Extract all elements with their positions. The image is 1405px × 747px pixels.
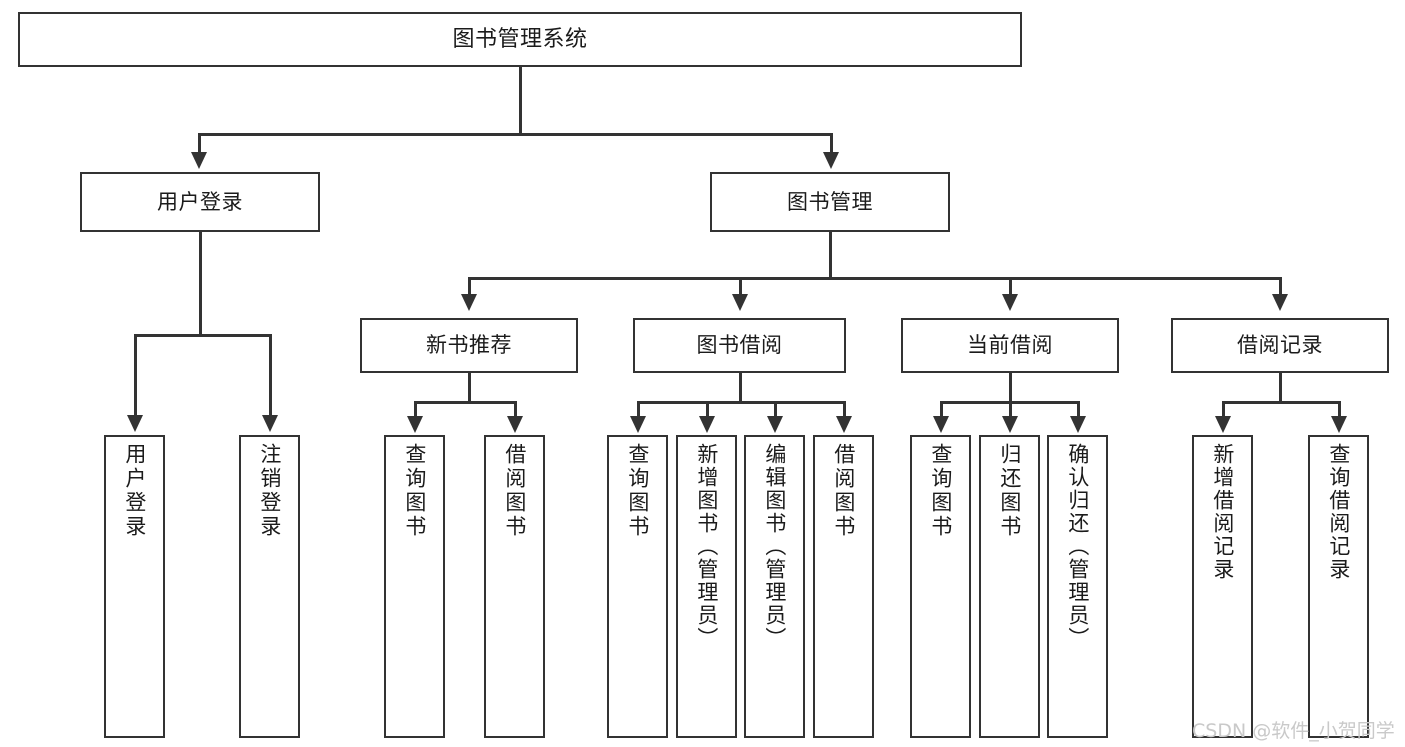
node-label: 借阅图书: [502, 443, 527, 539]
node-label: 当前借阅: [967, 333, 1053, 358]
edge-root-to-book-manage: [830, 133, 833, 153]
edge-user-login-stem: [199, 232, 202, 336]
node-label: 查询图书: [928, 443, 953, 539]
arrow-root-to-user-login: [191, 152, 207, 169]
node-user-login[interactable]: 用户登录: [80, 172, 320, 232]
leaf-book-borrow-query-book[interactable]: 查询图书: [607, 435, 668, 738]
edge-current-borrow-stem: [1009, 373, 1012, 403]
arrow-to-book-borrow: [732, 294, 748, 311]
node-label: 图书借阅: [696, 333, 783, 358]
arrow-to-new-book-recommend: [461, 294, 477, 311]
node-book-management[interactable]: 图书管理: [710, 172, 950, 232]
edge-book-borrow-stem: [739, 373, 742, 403]
edge-new-book-right-drop: [514, 401, 517, 417]
node-label: 借阅图书: [831, 443, 856, 539]
arrow-to-current-borrow: [1002, 294, 1018, 311]
node-label: 查询图书: [625, 443, 650, 539]
arrow-current-borrow-to-query: [933, 416, 949, 433]
edge-to-new-book: [468, 277, 471, 295]
edge-to-current-borrow: [1009, 277, 1012, 295]
node-label: 查询借阅记录: [1326, 443, 1351, 581]
leaf-book-borrow-edit-book-admin[interactable]: 编辑图书（管理员）: [744, 435, 805, 738]
leaf-borrow-record-query-record[interactable]: 查询借阅记录: [1308, 435, 1369, 738]
node-label: 确认归还（管理员）: [1065, 443, 1090, 650]
edge-current-borrow-drop-3: [1077, 401, 1080, 417]
node-root-system[interactable]: 图书管理系统: [18, 12, 1022, 67]
leaf-new-book-query-book[interactable]: 查询图书: [384, 435, 445, 738]
node-label: 图书管理: [787, 189, 873, 214]
watermark-csdn: CSDN @软件_小贺同学: [1192, 720, 1395, 742]
node-label: 用户登录: [122, 443, 147, 539]
arrow-book-borrow-to-borrow: [836, 416, 852, 433]
node-borrow-record[interactable]: 借阅记录: [1171, 318, 1389, 373]
leaf-current-borrow-confirm-return-admin[interactable]: 确认归还（管理员）: [1047, 435, 1108, 738]
leaf-user-login[interactable]: 用户登录: [104, 435, 165, 738]
node-label: 归还图书: [997, 443, 1022, 539]
arrow-new-book-to-query: [407, 416, 423, 433]
node-label: 用户登录: [157, 189, 243, 214]
edge-book-manage-stem: [829, 232, 832, 280]
arrow-root-to-book-manage: [823, 152, 839, 169]
edge-root-stem: [519, 67, 522, 135]
edge-new-book-bus: [414, 401, 515, 404]
leaf-user-logout[interactable]: 注销登录: [239, 435, 300, 738]
node-label: 新增借阅记录: [1210, 443, 1235, 581]
node-label: 新书推荐: [426, 333, 512, 358]
edge-current-borrow-drop-2: [1009, 401, 1012, 417]
arrow-user-login-to-logout: [262, 415, 278, 432]
edge-borrow-record-left-drop: [1222, 401, 1225, 417]
leaf-borrow-record-add-record[interactable]: 新增借阅记录: [1192, 435, 1253, 738]
leaf-current-borrow-return-book[interactable]: 归还图书: [979, 435, 1040, 738]
arrow-user-login-to-login: [127, 415, 143, 432]
edge-user-login-right-drop: [269, 334, 272, 416]
node-label: 编辑图书（管理员）: [762, 443, 787, 650]
edge-book-borrow-drop-2: [706, 401, 709, 417]
arrow-book-borrow-to-edit: [767, 416, 783, 433]
edge-to-borrow-record: [1279, 277, 1282, 295]
arrow-current-borrow-to-return: [1002, 416, 1018, 433]
leaf-book-borrow-add-book-admin[interactable]: 新增图书（管理员）: [676, 435, 737, 738]
arrow-borrow-record-to-add: [1215, 416, 1231, 433]
edge-root-bus: [198, 133, 832, 136]
edge-root-to-user-login: [198, 133, 201, 153]
node-current-borrow[interactable]: 当前借阅: [901, 318, 1119, 373]
edge-book-borrow-bus: [637, 401, 845, 404]
edge-book-borrow-drop-1: [637, 401, 640, 417]
edge-book-borrow-drop-4: [843, 401, 846, 417]
arrow-borrow-record-to-query: [1331, 416, 1347, 433]
edge-borrow-record-bus: [1222, 401, 1339, 404]
arrow-book-borrow-to-add: [699, 416, 715, 433]
arrow-book-borrow-to-query: [630, 416, 646, 433]
edge-user-login-bus: [134, 334, 271, 337]
leaf-book-borrow-borrow-book[interactable]: 借阅图书: [813, 435, 874, 738]
edge-book-borrow-drop-3: [774, 401, 777, 417]
node-label: 借阅记录: [1237, 333, 1323, 358]
leaf-new-book-borrow-book[interactable]: 借阅图书: [484, 435, 545, 738]
node-new-book-recommend[interactable]: 新书推荐: [360, 318, 578, 373]
edge-new-book-left-drop: [414, 401, 417, 417]
leaf-current-borrow-query-book[interactable]: 查询图书: [910, 435, 971, 738]
edge-borrow-record-right-drop: [1338, 401, 1341, 417]
arrow-to-borrow-record: [1272, 294, 1288, 311]
node-label: 图书管理系统: [452, 26, 588, 52]
edge-new-book-stem: [468, 373, 471, 403]
arrow-current-borrow-to-confirm: [1070, 416, 1086, 433]
edge-borrow-record-stem: [1279, 373, 1282, 403]
edge-user-login-left-drop: [134, 334, 137, 416]
node-book-borrow[interactable]: 图书借阅: [633, 318, 846, 373]
node-label: 查询图书: [402, 443, 427, 539]
edge-current-borrow-drop-1: [940, 401, 943, 417]
arrow-new-book-to-borrow: [507, 416, 523, 433]
edge-to-book-borrow: [739, 277, 742, 295]
node-label: 新增图书（管理员）: [694, 443, 719, 650]
node-label: 注销登录: [257, 443, 282, 539]
edge-book-manage-bus: [468, 277, 1280, 280]
